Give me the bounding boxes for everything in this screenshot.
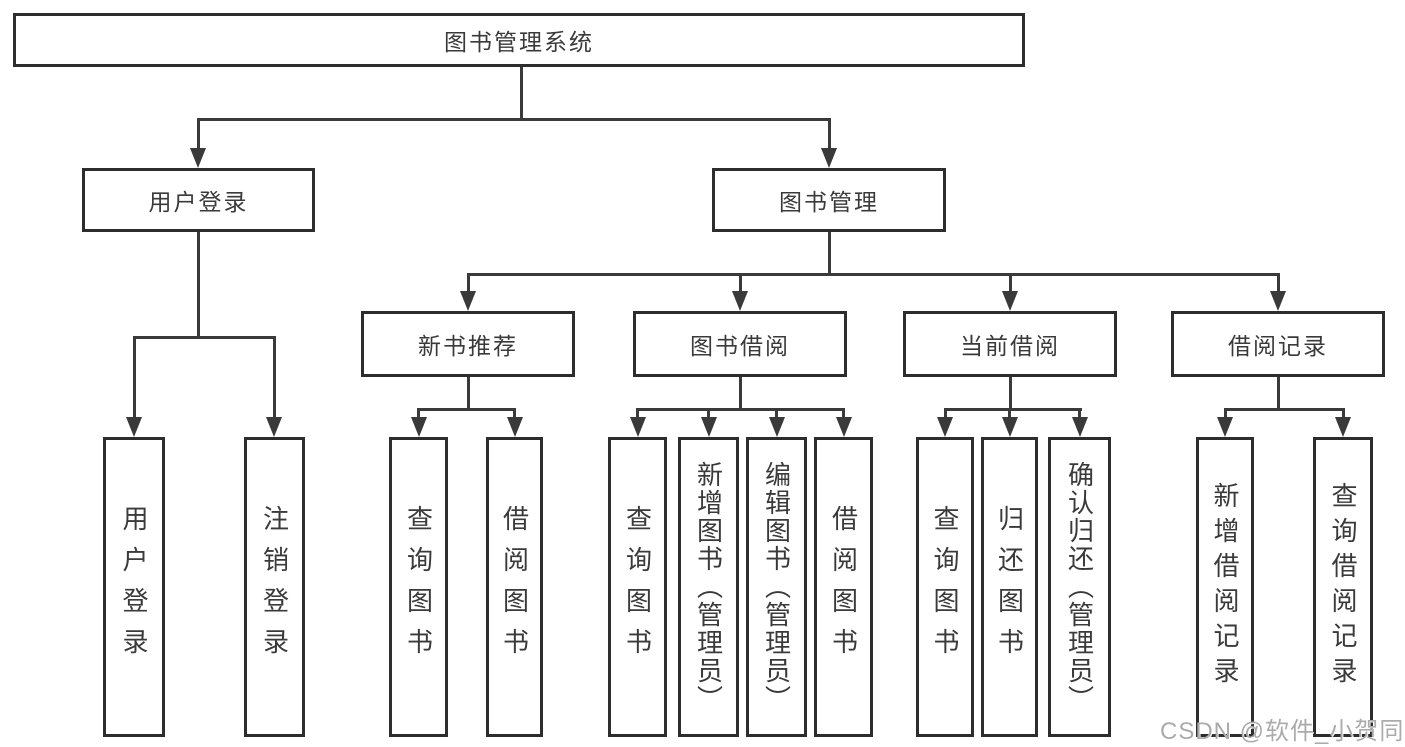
arrowhead-down-icon xyxy=(1217,417,1233,437)
arrowhead-down-icon xyxy=(1071,417,1088,437)
arrowhead-down-icon xyxy=(126,417,142,437)
connector-line xyxy=(466,273,470,291)
arrowhead-down-icon xyxy=(821,148,837,168)
connector-line xyxy=(519,67,523,118)
arrowhead-down-icon xyxy=(266,417,282,437)
leaf-logout: 注销登录 xyxy=(244,437,305,737)
arrowhead-down-icon xyxy=(1002,291,1018,311)
watermark-text: CSDN @软件_小贺同学 xyxy=(1160,718,1405,745)
leaf-label: 新增借阅记录 xyxy=(1210,482,1240,692)
connector-line xyxy=(943,408,947,417)
leaf-label: 查询借阅记录 xyxy=(1328,482,1358,692)
node-label: 新书推荐 xyxy=(418,333,518,359)
leaf-label: 确认归还（管理员） xyxy=(1064,461,1095,713)
leaf-query-borrow-record: 查询借阅记录 xyxy=(1313,437,1373,737)
leaf-edit-books-admin: 编辑图书（管理员） xyxy=(746,437,807,737)
leaf-label: 归还图书 xyxy=(994,505,1025,669)
arrowhead-down-icon xyxy=(629,417,646,437)
connector-line xyxy=(1008,377,1012,408)
leaf-borrow-books-recommend: 借阅图书 xyxy=(486,437,543,737)
arrowhead-down-icon xyxy=(190,148,206,168)
node-borrowing-records: 借阅记录 xyxy=(1171,311,1385,377)
connector-line xyxy=(707,408,710,417)
node-book-borrowing: 图书借阅 xyxy=(633,311,847,377)
connector-line xyxy=(943,408,1082,411)
node-book-management: 图书管理 xyxy=(712,168,946,232)
leaf-label: 查询图书 xyxy=(622,505,653,669)
leaf-label: 借阅图书 xyxy=(828,505,859,669)
connector-line xyxy=(738,377,742,408)
connector-line xyxy=(842,408,845,417)
leaf-borrow-books: 借阅图书 xyxy=(814,437,873,737)
connector-line xyxy=(1341,408,1345,417)
connector-line xyxy=(1078,408,1081,417)
arrowhead-down-icon xyxy=(1335,417,1351,437)
node-new-book-recommendation: 新书推荐 xyxy=(361,311,575,377)
connector-line xyxy=(196,118,200,150)
leaf-label: 编辑图书（管理员） xyxy=(761,461,792,713)
node-library-system: 图书管理系统 xyxy=(13,13,1025,67)
connector-line xyxy=(417,408,420,417)
leaf-return-books: 归还图书 xyxy=(981,437,1038,737)
connector-line xyxy=(636,408,845,411)
arrowhead-down-icon xyxy=(460,291,476,311)
leaf-user-login: 用户登录 xyxy=(103,437,165,737)
arrowhead-down-icon xyxy=(835,417,852,437)
connector-line xyxy=(1008,408,1011,417)
node-current-borrowing: 当前借阅 xyxy=(903,311,1117,377)
arrowhead-down-icon xyxy=(700,417,717,437)
arrowhead-down-icon xyxy=(1001,417,1018,437)
connector-line xyxy=(513,408,516,417)
leaf-query-books-current: 查询图书 xyxy=(916,437,974,737)
node-label: 图书管理 xyxy=(779,189,879,215)
leaf-label: 查询图书 xyxy=(403,505,434,669)
node-label: 当前借阅 xyxy=(960,333,1060,359)
leaf-query-books-borrow: 查询图书 xyxy=(608,437,667,737)
node-label: 图书管理系统 xyxy=(444,29,594,55)
connector-line xyxy=(132,336,276,339)
arrowhead-down-icon xyxy=(1270,291,1286,311)
connector-line xyxy=(272,336,276,419)
leaf-label: 借阅图书 xyxy=(499,505,530,669)
connector-line xyxy=(1223,408,1345,411)
connector-line xyxy=(132,336,136,419)
connector-line xyxy=(196,232,200,336)
leaf-label: 注销登录 xyxy=(259,505,290,669)
connector-line xyxy=(1276,273,1280,291)
arrowhead-down-icon xyxy=(937,417,953,437)
connector-line xyxy=(636,408,639,417)
connector-line xyxy=(827,118,831,150)
connector-line xyxy=(827,232,831,273)
node-label: 图书借阅 xyxy=(690,333,790,359)
leaf-label: 查询图书 xyxy=(930,505,960,669)
arrowhead-down-icon xyxy=(410,417,427,437)
connector-line xyxy=(466,273,1280,276)
leaf-add-borrow-record: 新增借阅记录 xyxy=(1196,437,1254,737)
connector-line xyxy=(738,273,742,291)
leaf-confirm-return-admin: 确认归还（管理员） xyxy=(1048,437,1111,737)
arrowhead-down-icon xyxy=(768,417,785,437)
node-user-login: 用户登录 xyxy=(82,168,315,232)
connector-line xyxy=(1223,408,1227,417)
connector-line xyxy=(466,377,470,408)
connector-line xyxy=(775,408,778,417)
connector-line xyxy=(1276,377,1280,408)
node-label: 借阅记录 xyxy=(1228,333,1328,359)
arrowhead-down-icon xyxy=(506,417,523,437)
leaf-add-books-admin: 新增图书（管理员） xyxy=(678,437,739,737)
connector-line xyxy=(196,118,831,121)
arrowhead-down-icon xyxy=(732,291,748,311)
connector-line xyxy=(1008,273,1012,291)
node-label: 用户登录 xyxy=(148,189,249,215)
leaf-query-books-recommend: 查询图书 xyxy=(389,437,448,737)
connector-line xyxy=(417,408,516,411)
leaf-label: 用户登录 xyxy=(119,505,149,669)
leaf-label: 新增图书（管理员） xyxy=(693,461,724,713)
